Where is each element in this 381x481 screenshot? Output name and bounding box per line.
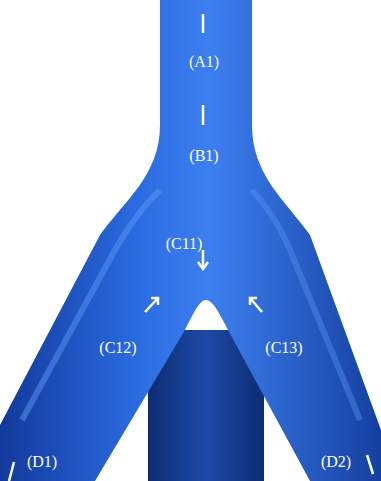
marker-ticks — [9, 14, 373, 481]
position-label: (C12) — [99, 340, 136, 356]
position-label: (C11) — [166, 236, 203, 252]
position-label: (D1) — [27, 454, 57, 470]
position-label: (C13) — [265, 340, 302, 356]
position-label: (B1) — [189, 148, 218, 164]
position-label: (A1) — [189, 54, 219, 70]
position-label: (D2) — [321, 454, 351, 470]
